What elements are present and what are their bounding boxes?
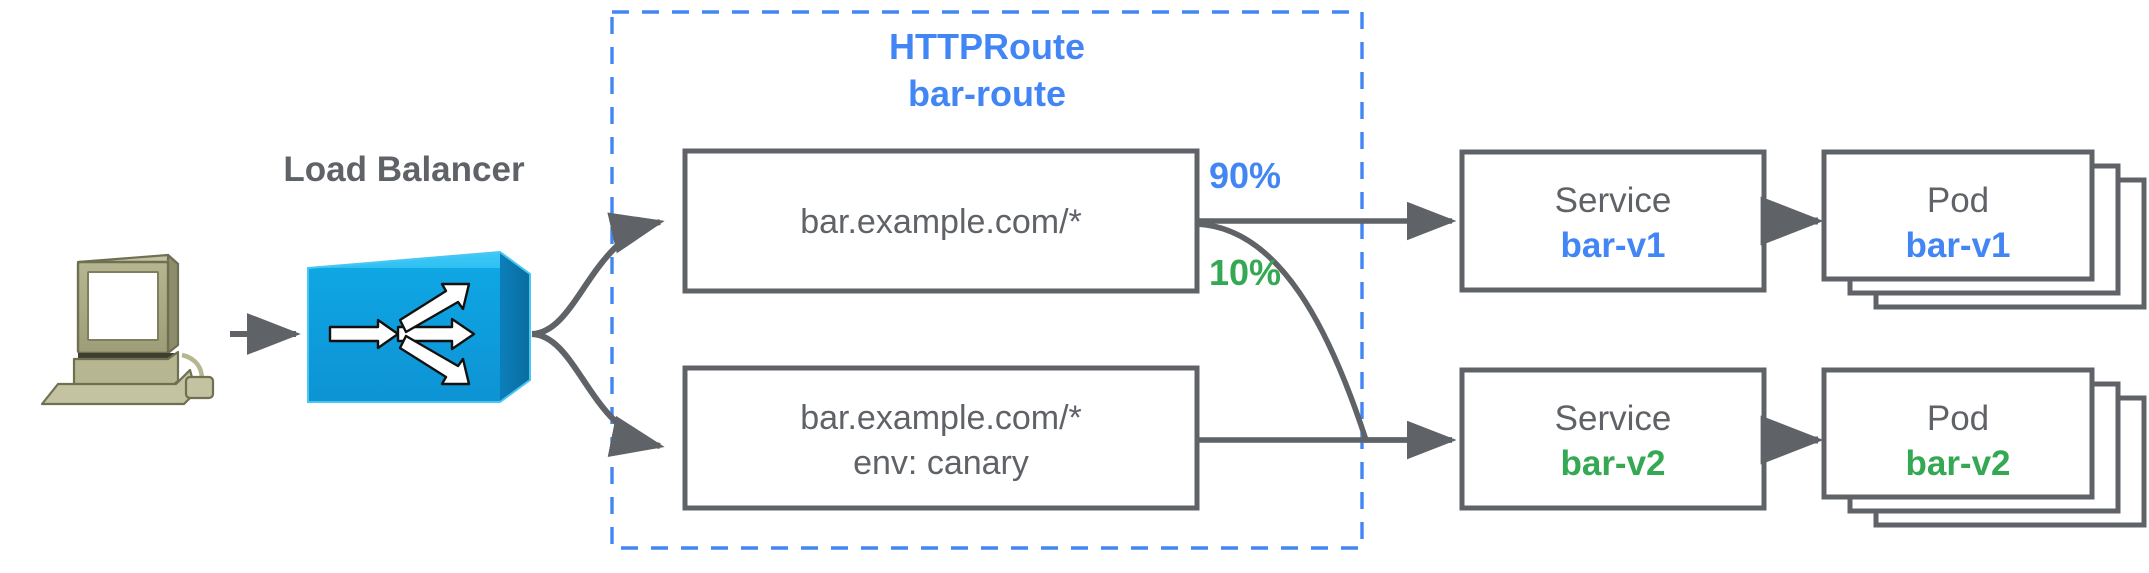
service-name-label-v1: bar-v1 xyxy=(1560,226,1666,265)
load-balancer-switch-icon xyxy=(307,250,531,403)
pod-name-label-v1: bar-v1 xyxy=(1905,226,2011,265)
httproute-boundary xyxy=(610,10,1364,550)
pod-box-bar-v1[interactable] xyxy=(1821,149,2095,282)
service-kind-label-v2: Service xyxy=(1554,399,1672,438)
rule-canary-header-label: env: canary xyxy=(853,444,1029,482)
service-name-label-v2: bar-v2 xyxy=(1560,444,1666,483)
load-balancer-label: Load Balancer xyxy=(283,150,525,189)
workstation-icon xyxy=(40,253,215,406)
pod-kind-label-v1: Pod xyxy=(1926,181,1990,220)
rule-canary-match-label: bar.example.com/* xyxy=(800,399,1082,437)
weight-label-10: 10% xyxy=(1209,252,1282,293)
httproute-kind-label: HTTPRoute xyxy=(889,26,1085,67)
pod-stack-bar-v1[interactable] xyxy=(1821,149,2147,310)
weight-label-90: 90% xyxy=(1209,155,1282,196)
httproute-name-label: bar-route xyxy=(907,73,1066,114)
rule-primary-match-label: bar.example.com/* xyxy=(800,203,1082,241)
pod-stack-bar-v2[interactable] xyxy=(1821,367,2147,528)
pod-box-bar-v2[interactable] xyxy=(1821,367,2095,500)
pod-name-label-v2: bar-v2 xyxy=(1905,444,2011,483)
service-box-bar-v1[interactable] xyxy=(1459,149,1767,293)
arrow-lb-to-rule-primary xyxy=(531,212,665,337)
rule-box-primary[interactable] xyxy=(682,148,1200,294)
rule-box-canary[interactable] xyxy=(682,365,1200,511)
pod-kind-label-v2: Pod xyxy=(1926,399,1990,438)
arrow-lb-to-rule-canary xyxy=(531,331,665,457)
service-kind-label-v1: Service xyxy=(1554,181,1672,220)
